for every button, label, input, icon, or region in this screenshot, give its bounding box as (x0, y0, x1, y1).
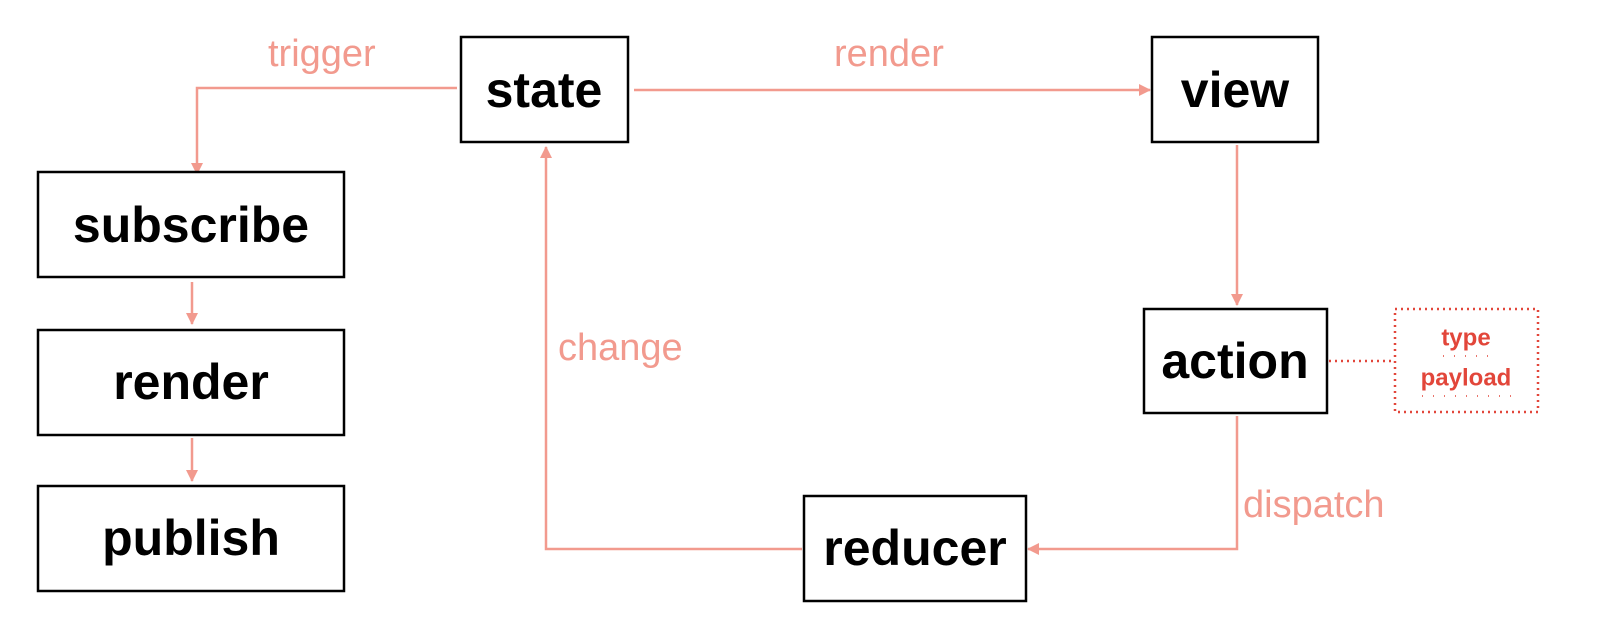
edge-label-trigger: trigger (268, 33, 376, 75)
action-field-type: type (1441, 325, 1490, 352)
node-render-label: render (113, 354, 269, 410)
edge-label-dispatch: dispatch (1243, 484, 1385, 526)
edge-action-to-reducer (1027, 416, 1239, 555)
node-render: render (36, 328, 346, 437)
node-publish: publish (36, 484, 346, 593)
node-action-label: action (1161, 333, 1308, 389)
action-field-payload: payload (1421, 365, 1512, 392)
node-reducer: reducer (802, 494, 1028, 603)
node-reducer-label: reducer (823, 520, 1006, 576)
node-view-label: view (1181, 62, 1290, 118)
node-view: view (1150, 35, 1320, 144)
node-publish-label: publish (102, 510, 280, 566)
edge-label-change: change (558, 327, 683, 369)
node-action: action (1142, 307, 1329, 415)
edge-state-to-subscribe (191, 86, 457, 175)
edge-reducer-to-state (540, 146, 802, 551)
node-subscribe-label: subscribe (73, 197, 309, 253)
edge-label-render: render (834, 33, 944, 75)
action-fields-box: type payload (1393, 307, 1540, 414)
node-state-label: state (486, 62, 603, 118)
node-state: state (459, 35, 630, 144)
node-subscribe: subscribe (36, 170, 346, 279)
